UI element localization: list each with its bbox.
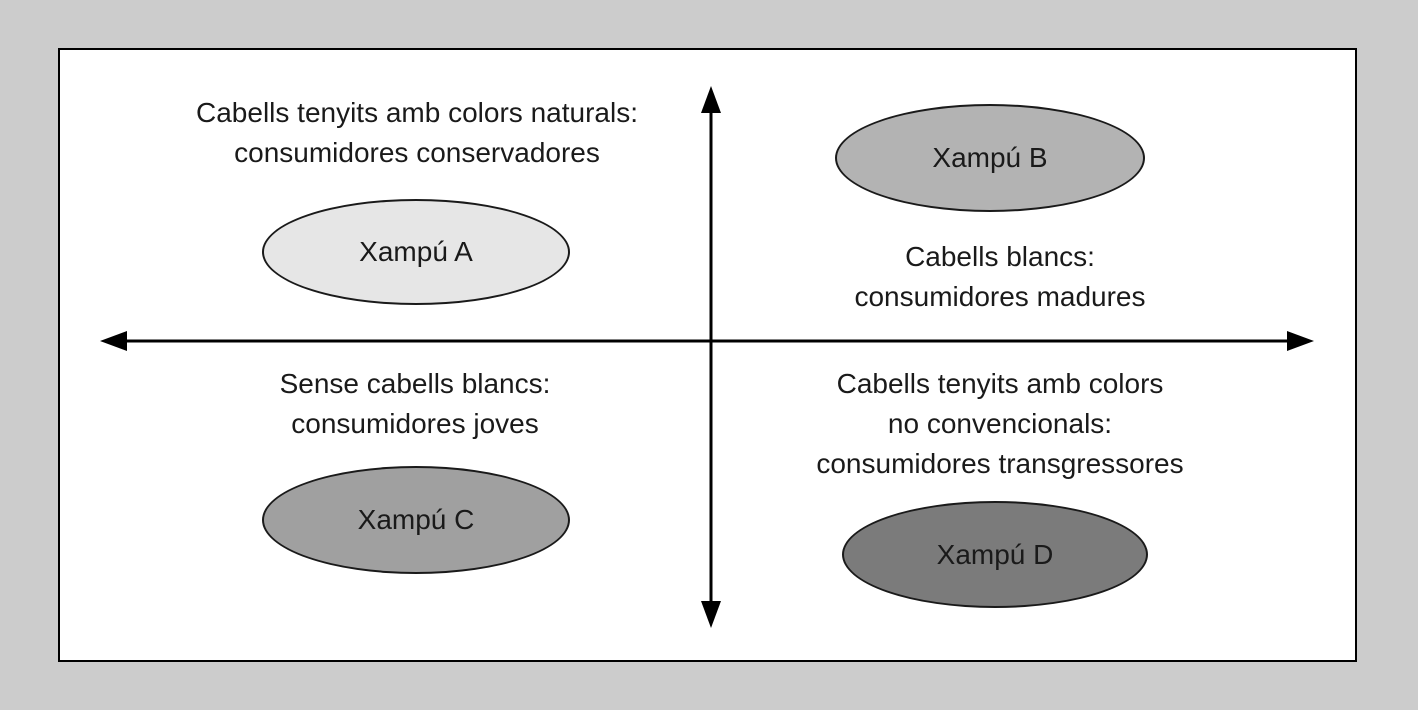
quadrant-label-top-right: Cabells blancs: consumidores madures [680, 237, 1320, 317]
bubble-xampu-b-label: Xampú B [932, 142, 1048, 173]
quadrant-label-bottom-right-line2: no convencionals: [887, 408, 1113, 439]
quadrant-label-top-left-line1: Cabells tenyits amb colors naturals: [196, 97, 638, 128]
bubble-xampu-a: Xampú A [262, 199, 570, 305]
bubble-xampu-d: Xampú D [842, 501, 1148, 608]
quadrant-label-bottom-left-line1: Sense cabells blancs: [279, 368, 551, 399]
bubble-xampu-c-label: Xampú C [357, 504, 475, 535]
quadrant-label-top-left: Cabells tenyits amb colors naturals: con… [97, 93, 737, 173]
bubble-xampu-c: Xampú C [262, 466, 570, 574]
quadrant-label-bottom-left: Sense cabells blancs: consumidores joves [95, 364, 735, 444]
quadrant-label-bottom-right-line3: consumidores transgressores [816, 448, 1184, 479]
quadrant-label-top-right-line1: Cabells blancs: [905, 241, 1095, 272]
quadrant-label-top-right-line2: consumidores madures [854, 281, 1146, 312]
quadrant-label-bottom-right: Cabells tenyits amb colors no convencion… [680, 364, 1320, 484]
quadrant-label-bottom-right-line1: Cabells tenyits amb colors [836, 368, 1164, 399]
bubble-xampu-d-label: Xampú D [936, 538, 1054, 570]
quadrant-label-bottom-left-line2: consumidores joves [291, 408, 539, 439]
quadrant-label-top-left-line2: consumidores conservadores [234, 137, 600, 168]
bubble-xampu-a-label: Xampú A [359, 236, 473, 267]
bubble-xampu-b: Xampú B [835, 104, 1145, 212]
